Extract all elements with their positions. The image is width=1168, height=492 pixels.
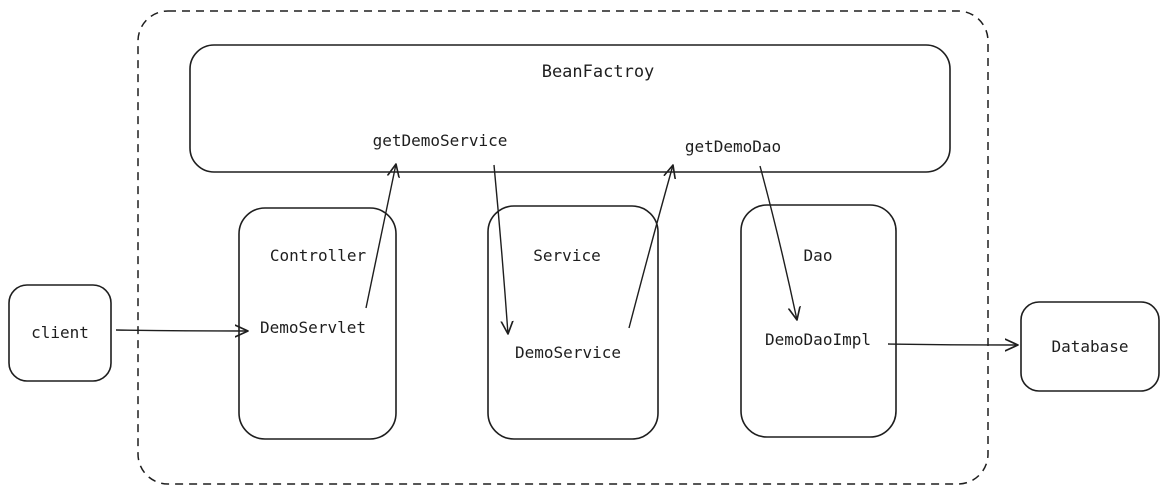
demo-service-label: DemoService: [515, 343, 621, 362]
service-label: Service: [533, 246, 600, 265]
arrow-demo-dao-impl-to-database: [887, 344, 1018, 345]
client-label: client: [31, 323, 89, 342]
demo-servlet-label: DemoServlet: [260, 318, 366, 337]
container-boundary: [137, 10, 989, 485]
dao-box[interactable]: Dao DemoDaoImpl: [740, 204, 897, 438]
arrow-demo-servlet-to-get-demo-service: [365, 164, 396, 309]
client-box[interactable]: client: [8, 284, 112, 382]
arrow-client-to-demo-servlet: [115, 330, 248, 331]
arrow-get-demo-dao-to-demo-dao-impl: [759, 165, 797, 320]
arrow-demo-service-to-get-demo-dao: [628, 165, 673, 329]
database-label: Database: [1051, 337, 1128, 356]
controller-box[interactable]: Controller DemoServlet: [238, 207, 397, 440]
bean-factory-label: BeanFactroy: [542, 62, 655, 82]
database-box[interactable]: Database: [1020, 301, 1160, 392]
bean-factory-box[interactable]: BeanFactroy getDemoService getDemoDao: [189, 44, 951, 173]
service-box[interactable]: Service DemoService: [487, 205, 659, 440]
get-demo-service-label: getDemoService: [373, 131, 508, 150]
dao-label: Dao: [804, 246, 833, 265]
demo-dao-impl-label: DemoDaoImpl: [765, 330, 871, 349]
controller-label: Controller: [270, 246, 367, 265]
get-demo-dao-label: getDemoDao: [685, 137, 781, 156]
arrow-get-demo-service-to-demo-service: [493, 164, 508, 334]
